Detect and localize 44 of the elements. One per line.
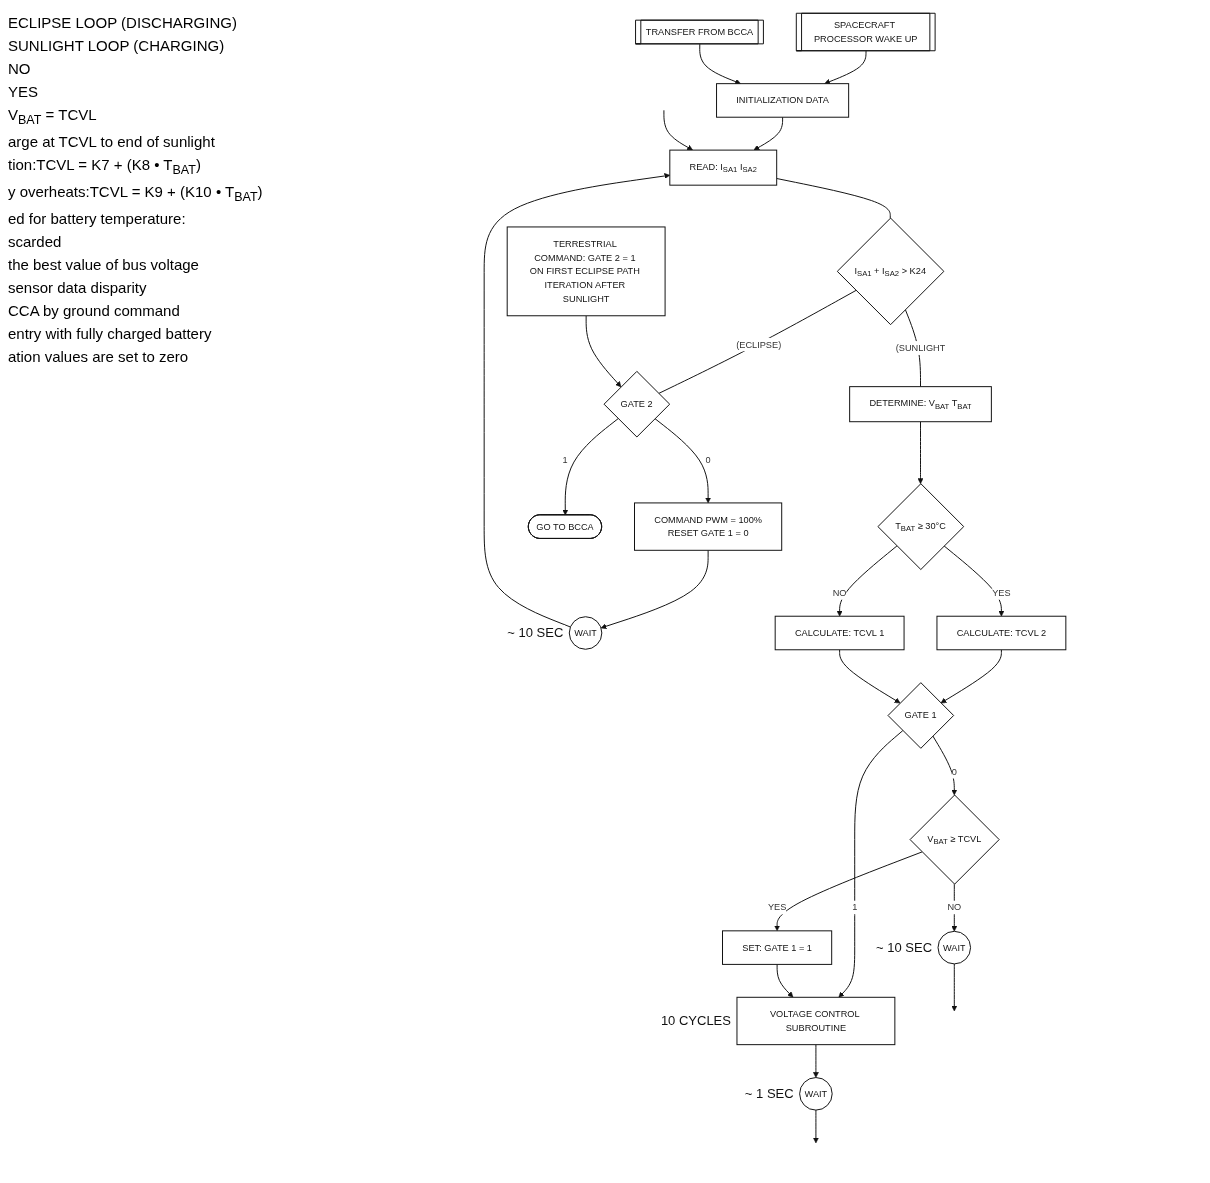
note-text: CCA by ground command — [8, 302, 181, 319]
note-text: YES — [8, 83, 39, 100]
node-box: INITIALIZATION DATA — [716, 83, 850, 118]
note-text: the best value of bus voltage — [8, 256, 200, 273]
note-text: sensor data disparity — [8, 279, 148, 296]
edge-label: NO — [947, 901, 962, 913]
node-diamond: I$_{SA1}$ + I$_{SA2}$ > K24 — [836, 217, 945, 326]
edge-label: YES — [767, 901, 787, 913]
node-box: CALCULATE: TCVL 1 — [774, 615, 905, 651]
node-diamond: GATE 2 — [603, 370, 671, 438]
node-circle: WAIT — [937, 930, 972, 965]
edge-label: (ECLIPSE) — [736, 338, 782, 350]
node-diamond: GATE 1 — [887, 682, 955, 749]
node-box: TERRESTRIAL COMMAND: GATE 2 = 1 ON FIRST ECLIPSE PATH ITERATION AFTER SUNLIGHT — [506, 226, 666, 317]
edge-label: 1 — [562, 454, 568, 466]
node-box: CALCULATE: TCVL 2 — [936, 615, 1067, 651]
note-text: SUNLIGHT LOOP (CHARGING) — [8, 37, 226, 54]
node-diamond: V$_{BAT}$ ≥ TCVL — [909, 794, 1000, 885]
edge-label: 0 — [705, 454, 711, 466]
edge-label: YES — [992, 587, 1011, 598]
note-text: V$_{BAT}$ = TCVL — [8, 106, 98, 127]
note-text: scarded — [8, 233, 63, 250]
node-box: DETERMINE: V$_{BAT}$ T$_{BAT}$ — [849, 386, 992, 423]
connector — [776, 178, 891, 219]
note-text: tion:TCVL = K7 + (K8 • T$_{BAT}$) — [8, 156, 202, 177]
note-text: ation values are set to zero — [8, 348, 190, 365]
node-circle: WAIT — [568, 616, 603, 650]
note-text: entry with fully charged battery — [8, 325, 213, 342]
node-diamond: T$_{BAT}$ ≥ 30°C — [877, 483, 965, 570]
note-text: ECLIPSE LOOP (DISCHARGING) — [8, 14, 238, 31]
node-box: READ: I$_{SA1}$ I$_{SA2}$ — [669, 149, 778, 186]
edge-label: NO — [832, 587, 847, 598]
node-circle: WAIT — [799, 1077, 833, 1111]
note-text: arge at TCVL to end of sunlight — [8, 133, 216, 150]
note-text: ed for battery temperature: — [8, 210, 187, 227]
connector — [658, 289, 857, 394]
note-text: y overheats:TCVL = K9 + (K10 • T$_{BAT}$) — [8, 183, 264, 204]
node-box: COMMAND PWM = 100% RESET GATE 1 = 0 — [634, 502, 783, 551]
edge-label: 0 — [951, 766, 957, 777]
edge-label: 1 — [852, 901, 858, 913]
note-text: NO — [8, 60, 32, 77]
node-box: VOLTAGE CONTROL SUBROUTINE — [736, 996, 896, 1046]
node-box: SET: GATE 1 = 1 — [722, 930, 833, 965]
edge-label: (SUNLIGHT — [895, 342, 946, 353]
